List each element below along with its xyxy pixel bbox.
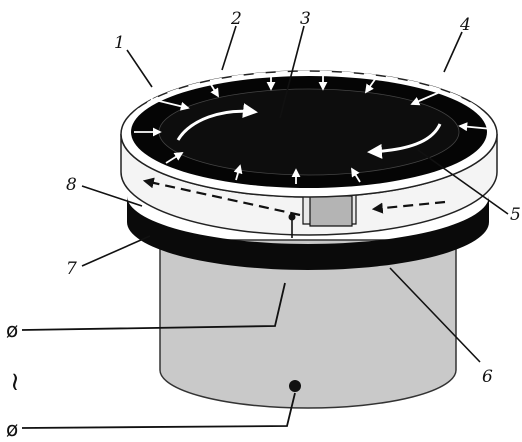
callout-leaders: [81, 25, 509, 363]
callout-4: 4: [459, 15, 471, 35]
base-contact-dot: [289, 380, 301, 392]
radial-arrows: [134, 75, 493, 184]
rotation-arrows: [176, 103, 442, 159]
callout-8: 8: [66, 175, 77, 195]
base-cylinder: [159, 239, 457, 409]
terminal-top-symbol: ø: [6, 318, 18, 342]
callout-5: 5: [510, 205, 521, 225]
contact-pin: [288, 213, 296, 238]
ac-source-symbol: ~: [0, 371, 30, 393]
terminal-bottom-symbol: ø: [6, 417, 18, 441]
callout-7: 7: [66, 259, 77, 279]
lead-wires: [21, 282, 296, 429]
callout-3: 3: [300, 9, 311, 29]
electrode-band: [127, 196, 489, 270]
callout-labels: 1 2 3 4 5 6 7 8: [66, 9, 521, 387]
callout-1: 1: [114, 33, 125, 53]
callout-6: 6: [482, 367, 493, 387]
callout-2: 2: [230, 9, 242, 29]
